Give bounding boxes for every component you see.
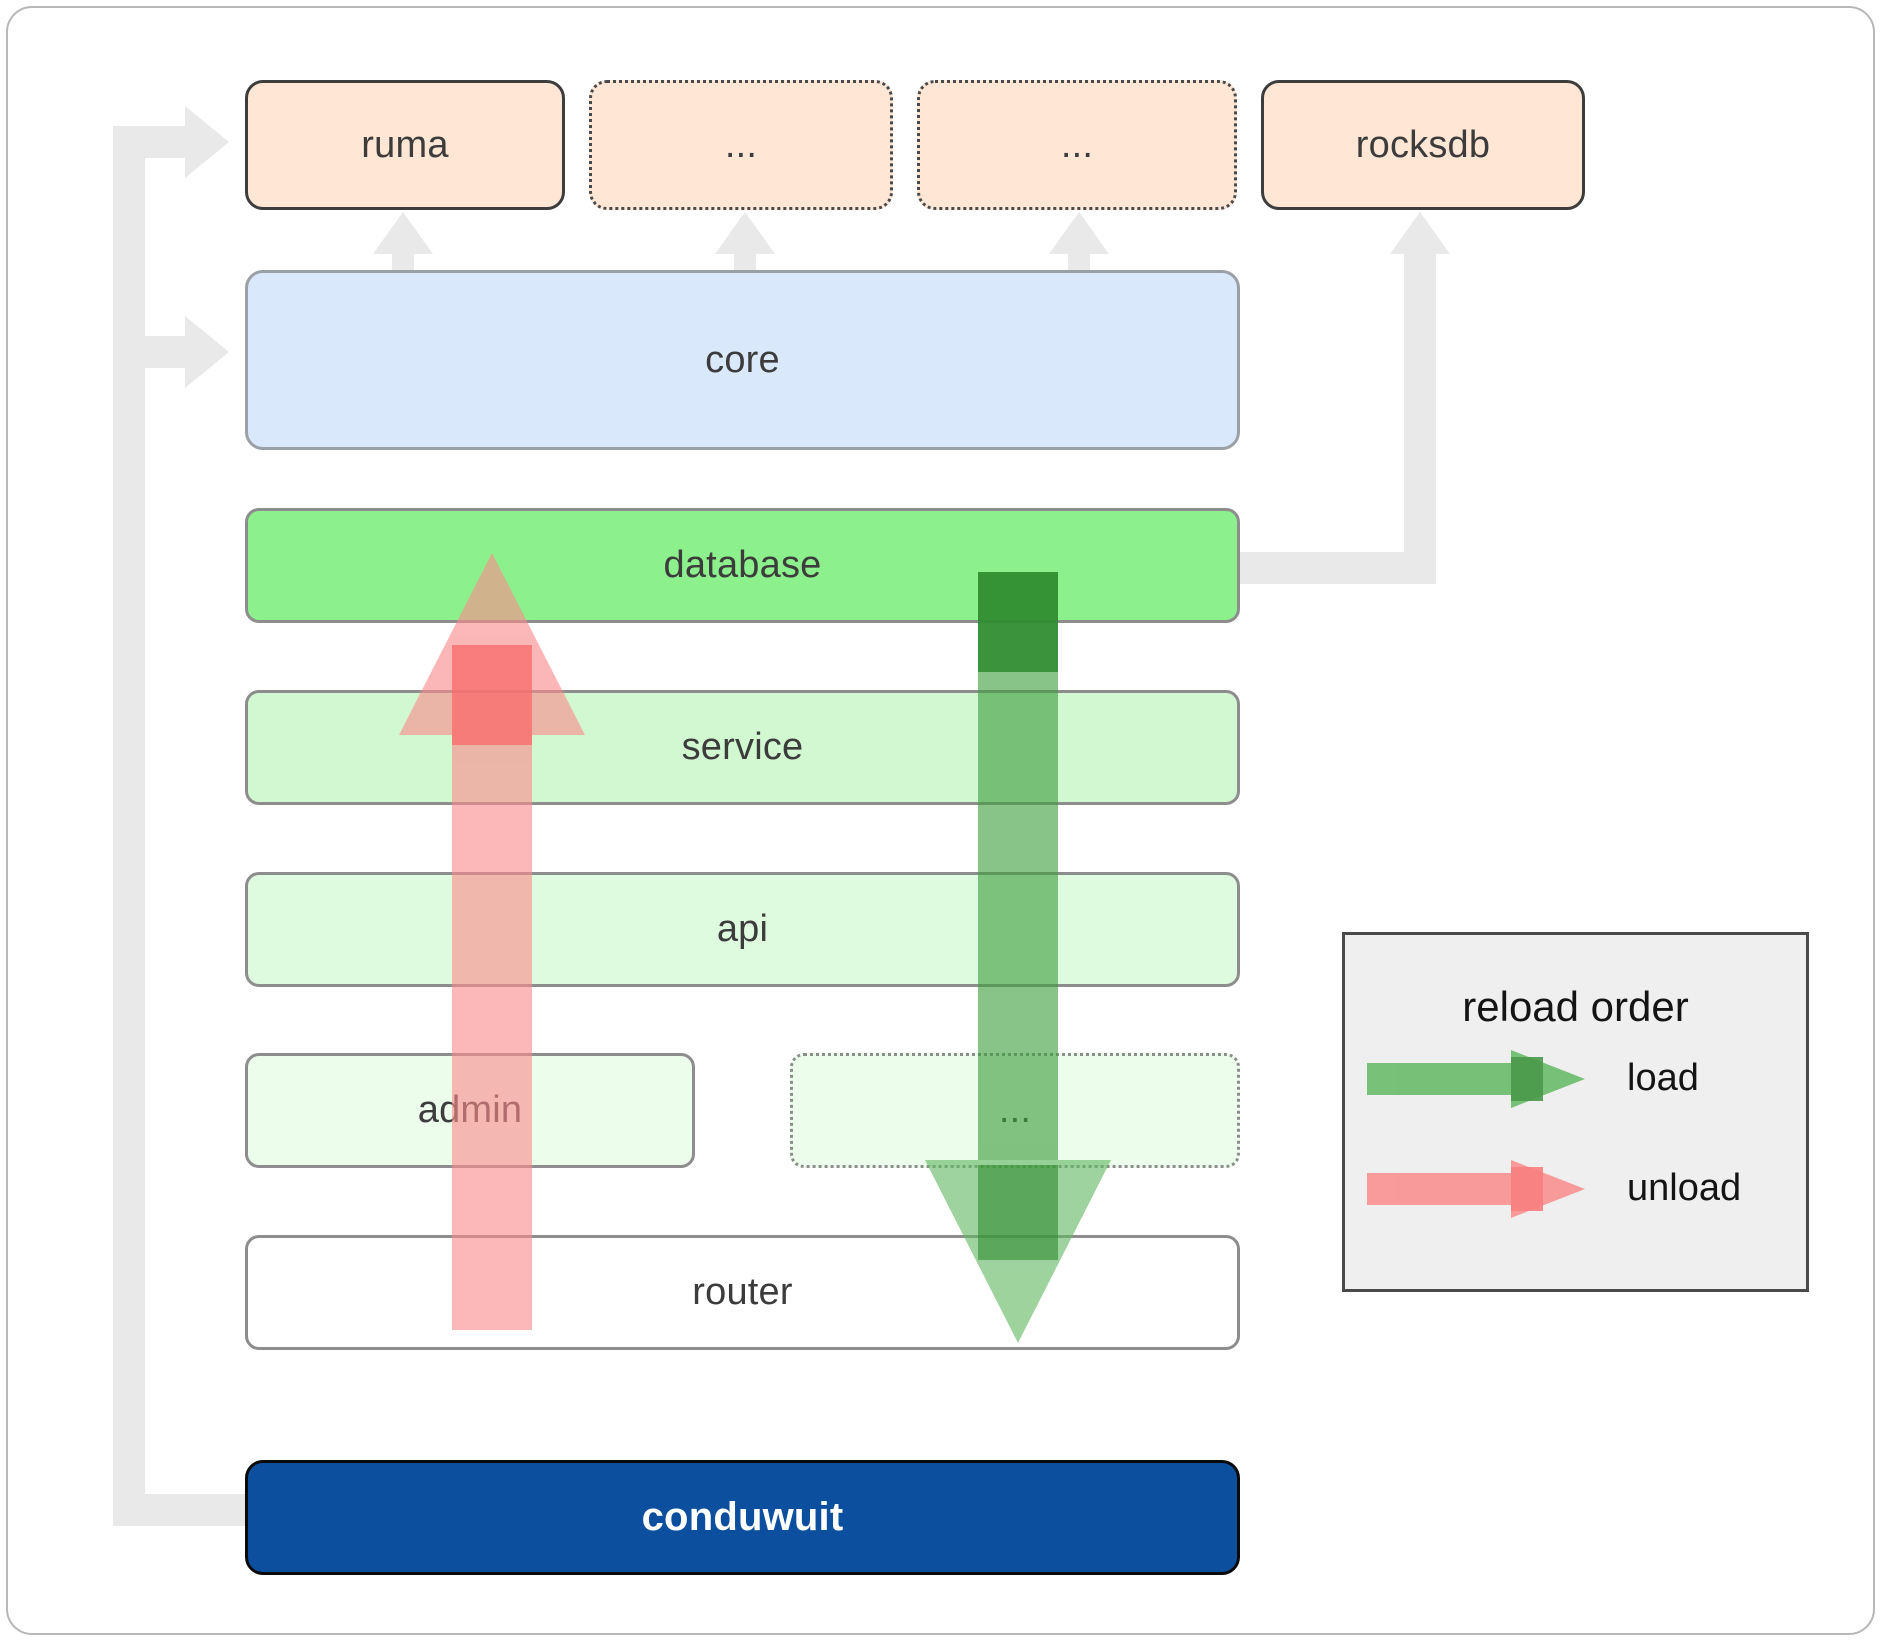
connector-core-to-dep3-arrowhead bbox=[1049, 212, 1109, 254]
node-core-label: core bbox=[705, 338, 780, 381]
node-dep2-label: ... bbox=[724, 123, 758, 166]
node-dep3-label: ... bbox=[1060, 123, 1094, 166]
legend-unload-label: unload bbox=[1627, 1167, 1742, 1209]
legend-panel: reload order load unload bbox=[1342, 932, 1809, 1292]
node-core[interactable]: core bbox=[245, 270, 1240, 450]
node-conduwuit[interactable]: conduwuit bbox=[245, 1460, 1240, 1575]
node-api-label: api bbox=[716, 908, 769, 950]
node-service[interactable]: service bbox=[245, 690, 1240, 805]
legend-load-label: load bbox=[1627, 1057, 1699, 1099]
connector-to-core-stem bbox=[113, 336, 195, 368]
node-etc-label: ... bbox=[998, 1089, 1032, 1131]
connector-core-to-dep2-arrowhead bbox=[715, 212, 775, 254]
node-admin-label: admin bbox=[417, 1089, 523, 1131]
node-ruma[interactable]: ruma bbox=[245, 80, 565, 210]
node-conduwuit-label: conduwuit bbox=[641, 1495, 844, 1539]
node-ruma-label: ruma bbox=[361, 123, 449, 166]
node-database-label: database bbox=[663, 544, 822, 586]
node-admin[interactable]: admin bbox=[245, 1053, 695, 1168]
legend-load-arrow-icon bbox=[1367, 1050, 1585, 1108]
legend-unload-arrow-icon bbox=[1367, 1160, 1585, 1218]
connector-to-ruma-stem bbox=[113, 126, 195, 158]
legend-title: reload order bbox=[1462, 983, 1689, 1030]
node-service-label: service bbox=[681, 726, 804, 768]
connector-db-to-rocksdb-vertical bbox=[1404, 248, 1436, 584]
connector-to-ruma-arrowhead bbox=[185, 106, 229, 178]
legend-arrows bbox=[1367, 1050, 1585, 1218]
node-router-label: router bbox=[692, 1271, 793, 1313]
node-rocksdb-label: rocksdb bbox=[1355, 123, 1491, 166]
node-dep3[interactable]: ... bbox=[917, 80, 1237, 210]
diagram-frame bbox=[6, 6, 1875, 1635]
connector-core-to-ruma-arrowhead bbox=[373, 212, 433, 254]
node-api[interactable]: api bbox=[245, 872, 1240, 987]
node-database[interactable]: database bbox=[245, 508, 1240, 623]
connector-db-to-rocksdb-horizontal bbox=[1240, 552, 1428, 584]
connector-from-conduwuit bbox=[113, 1494, 253, 1526]
connector-db-to-rocksdb-arrowhead bbox=[1390, 212, 1450, 254]
node-etc[interactable]: ... bbox=[790, 1053, 1240, 1168]
node-router[interactable]: router bbox=[245, 1235, 1240, 1350]
node-rocksdb[interactable]: rocksdb bbox=[1261, 80, 1585, 210]
connector-to-core-arrowhead bbox=[185, 316, 229, 388]
node-dep2[interactable]: ... bbox=[589, 80, 893, 210]
